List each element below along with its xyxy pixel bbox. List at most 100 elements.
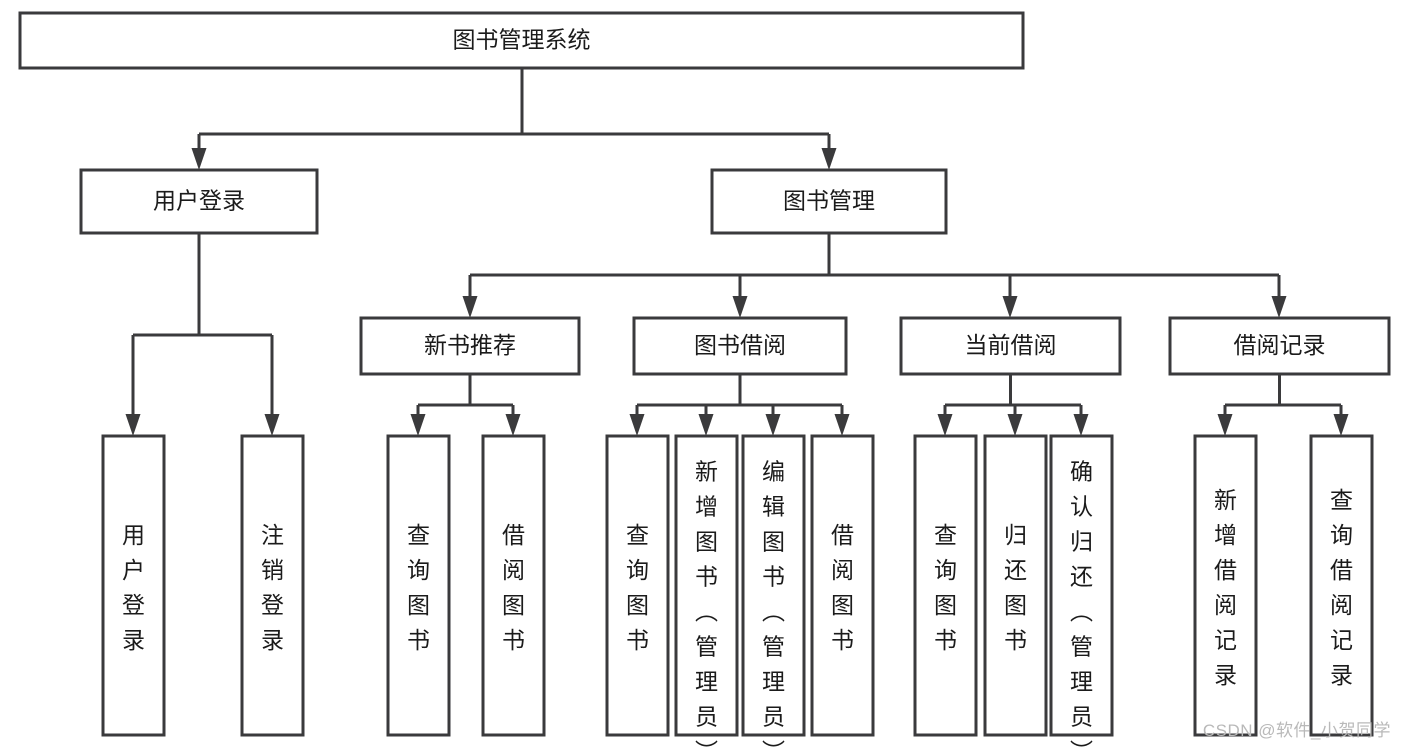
node-label: 图书管理 [783, 188, 875, 214]
leaf-node-label: 确认归还︵管理员︶ [1070, 458, 1093, 747]
arrow-head-icon [505, 414, 521, 436]
leaf-node-label: 用户登录 [122, 522, 145, 653]
connector-借阅记录 [829, 273, 1287, 318]
leaf-node-查询图书[interactable]: 查询图书 [913, 434, 978, 737]
node-box[interactable] [1168, 316, 1391, 376]
leaf-node-归还图书[interactable]: 归还图书 [983, 434, 1048, 737]
connector-新增借阅记录 [1217, 403, 1279, 436]
connector-注销登录 [199, 333, 280, 436]
leaf-node-label: 注销登录 [261, 522, 284, 653]
connector-归还图书 [1007, 403, 1023, 436]
leaf-node-label: 新增借阅记录 [1214, 487, 1237, 688]
leaf-node-box[interactable] [810, 434, 875, 737]
arrow-head-icon [125, 414, 141, 436]
leaf-node-label: 查询借阅记录 [1330, 487, 1353, 688]
connector-借阅图书 [740, 403, 850, 436]
leaf-node-label: 编辑图书︵管理员︶ [762, 458, 785, 747]
node-label: 用户登录 [153, 188, 245, 214]
connector-layer [125, 68, 1349, 436]
leaf-node-新增借阅记录[interactable]: 新增借阅记录 [1193, 434, 1258, 737]
leaf-node-注销登录[interactable]: 注销登录 [240, 434, 305, 737]
leaf-node-确认归还（管理员）[interactable]: 确认归还︵管理员︶ [1049, 434, 1114, 747]
connector-新增图书 [698, 403, 740, 436]
leaf-node-label: 借阅图书 [831, 522, 854, 653]
connector-新书推荐 [462, 273, 829, 318]
arrow-head-icon [1007, 414, 1023, 436]
leaf-node-label: 查询图书 [626, 522, 649, 653]
node-借阅记录[interactable]: 借阅记录 [1168, 316, 1391, 376]
connector-查询借阅记录 [1279, 403, 1349, 436]
arrow-head-icon [410, 414, 426, 436]
node-图书管理系统[interactable]: 图书管理系统 [18, 11, 1025, 70]
node-box[interactable] [79, 168, 319, 235]
arrow-head-icon [1271, 296, 1287, 318]
arrow-head-icon [698, 414, 714, 436]
leaf-node-label: 查询图书 [407, 522, 430, 653]
leaf-node-box[interactable] [913, 434, 978, 737]
node-box[interactable] [359, 316, 581, 376]
leaf-node-box[interactable] [983, 434, 1048, 737]
node-图书借阅[interactable]: 图书借阅 [632, 316, 848, 376]
leaf-node-label: 归还图书 [1004, 522, 1027, 653]
arrow-head-icon [732, 296, 748, 318]
node-新书推荐[interactable]: 新书推荐 [359, 316, 581, 376]
connector-图书管理 [522, 132, 837, 170]
leaf-node-编辑图书（管理员）[interactable]: 编辑图书︵管理员︶ [741, 434, 806, 747]
node-box[interactable] [710, 168, 948, 235]
leaf-node-查询图书[interactable]: 查询图书 [386, 434, 451, 737]
arrow-head-icon [765, 414, 781, 436]
node-label: 图书管理系统 [453, 27, 591, 53]
leaf-node-box[interactable] [1193, 434, 1258, 737]
leaf-node-查询图书[interactable]: 查询图书 [605, 434, 670, 737]
connector-编辑图书 [740, 403, 781, 436]
connector-查询图书 [410, 403, 470, 436]
arrow-head-icon [629, 414, 645, 436]
leaf-node-box[interactable] [605, 434, 670, 737]
node-label: 当前借阅 [965, 332, 1057, 358]
leaf-node-box[interactable] [1049, 434, 1114, 737]
node-label: 图书借阅 [694, 332, 786, 358]
leaf-node-box[interactable] [386, 434, 451, 737]
connector-当前借阅 [829, 273, 1018, 318]
leaf-node-box[interactable] [101, 434, 166, 737]
node-当前借阅[interactable]: 当前借阅 [899, 316, 1122, 376]
arrow-head-icon [834, 414, 850, 436]
arrow-head-icon [821, 148, 837, 170]
node-用户登录[interactable]: 用户登录 [79, 168, 319, 235]
node-layer: 图书管理系统用户登录图书管理新书推荐图书借阅当前借阅借阅记录用户登录注销登录查询… [18, 11, 1391, 747]
connector-确认归还 [1010, 403, 1089, 436]
leaf-node-用户登录[interactable]: 用户登录 [101, 434, 166, 737]
connector-查询图书 [629, 403, 740, 436]
node-box[interactable] [18, 11, 1025, 70]
arrow-head-icon [264, 414, 280, 436]
connector-用户登录 [125, 333, 199, 436]
arrow-head-icon [937, 414, 953, 436]
leaf-node-box[interactable] [741, 434, 806, 737]
leaf-node-box[interactable] [240, 434, 305, 737]
connector-图书借阅 [732, 273, 829, 318]
node-box[interactable] [899, 316, 1122, 376]
node-图书管理[interactable]: 图书管理 [710, 168, 948, 235]
leaf-node-label: 查询图书 [934, 522, 957, 653]
connector-借阅图书 [470, 403, 521, 436]
arrow-head-icon [1002, 296, 1018, 318]
connector-用户登录 [191, 132, 522, 170]
arrow-head-icon [1073, 414, 1089, 436]
leaf-node-box[interactable] [1309, 434, 1374, 737]
leaf-node-label: 借阅图书 [502, 522, 525, 653]
leaf-node-box[interactable] [481, 434, 546, 737]
leaf-node-新增图书（管理员）[interactable]: 新增图书︵管理员︶ [674, 434, 739, 747]
leaf-node-label: 新增图书︵管理员︶ [695, 458, 718, 747]
connector-查询图书 [937, 403, 1010, 436]
node-label: 借阅记录 [1234, 332, 1326, 358]
node-label: 新书推荐 [424, 332, 516, 358]
leaf-node-借阅图书[interactable]: 借阅图书 [810, 434, 875, 737]
leaf-node-借阅图书[interactable]: 借阅图书 [481, 434, 546, 737]
arrow-head-icon [1217, 414, 1233, 436]
arrow-head-icon [1333, 414, 1349, 436]
leaf-node-查询借阅记录[interactable]: 查询借阅记录 [1309, 434, 1374, 737]
node-box[interactable] [632, 316, 848, 376]
leaf-node-box[interactable] [674, 434, 739, 737]
